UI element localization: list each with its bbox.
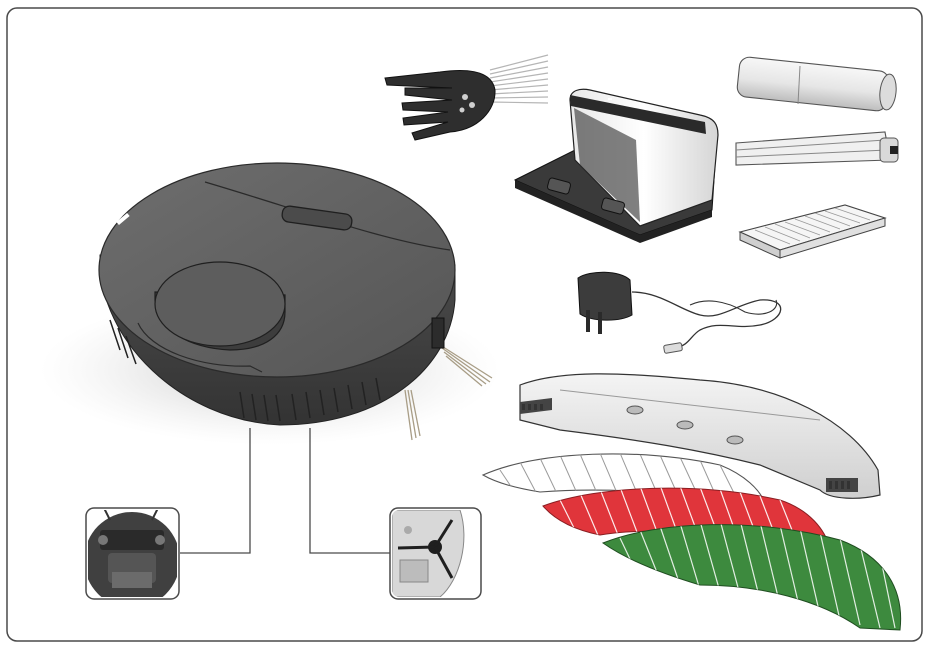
robot-edge-marker [116,212,130,226]
robot-top [98,162,456,378]
inset-underside-detail [85,507,180,600]
mop-pad-green [601,524,902,631]
side-brush [384,54,549,141]
callout-lines [180,428,390,554]
bristle-brush [735,131,899,166]
callout-line-underside [180,428,251,554]
power-adapter [577,271,782,354]
robot-side-brush-bristles [404,344,493,441]
robot-vacuum [40,162,500,445]
water-tank [519,373,881,499]
charging-dock [513,88,719,243]
robot-lds-turret [137,261,286,373]
filter [738,204,887,259]
robot-side-port [431,317,445,349]
robot-button [281,205,353,231]
robot-vents [109,319,381,422]
inset-side-brush-detail [389,507,482,600]
main-brush-roller [736,56,897,112]
callout-line-side-brush [309,428,390,554]
